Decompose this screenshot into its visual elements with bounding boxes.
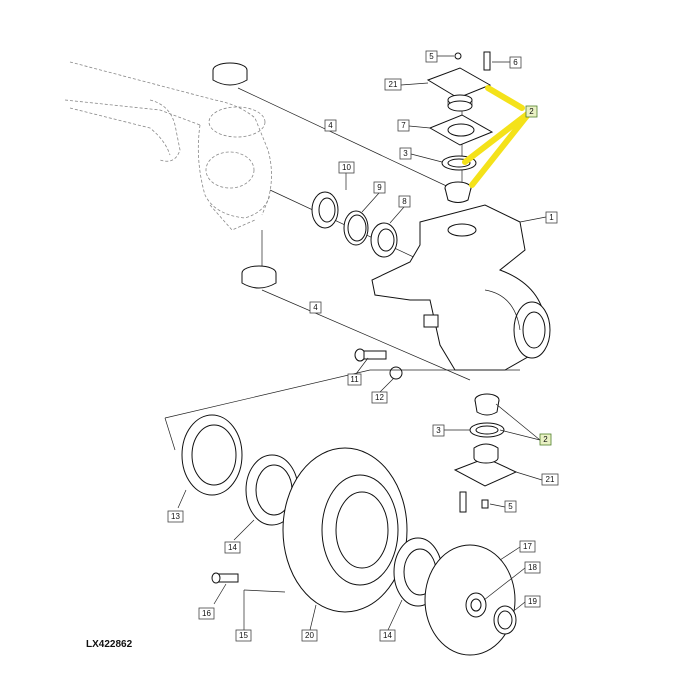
svg-text:21: 21 bbox=[389, 80, 398, 89]
callout-10: 10 bbox=[338, 161, 355, 174]
callout-21-lower: 21 bbox=[541, 473, 559, 486]
callout-13: 13 bbox=[167, 510, 184, 523]
callout-leaders bbox=[177, 55, 547, 631]
snap-ring-9 bbox=[343, 210, 369, 246]
callout-11: 11 bbox=[347, 373, 362, 386]
wheel-stud-16 bbox=[211, 572, 239, 584]
bushing-lower bbox=[241, 265, 277, 289]
bolt-11 bbox=[354, 348, 387, 362]
svg-text:6: 6 bbox=[513, 58, 518, 67]
callout-2-upper: 2 bbox=[525, 105, 538, 118]
callout-8: 8 bbox=[398, 195, 411, 208]
seal-3-lower bbox=[469, 422, 505, 438]
svg-text:16: 16 bbox=[202, 609, 211, 618]
callout-3-lower: 3 bbox=[432, 424, 445, 437]
svg-text:3: 3 bbox=[436, 426, 441, 435]
callout-12: 12 bbox=[371, 391, 388, 404]
ring-19 bbox=[493, 605, 517, 635]
washer-18 bbox=[465, 592, 487, 618]
svg-text:19: 19 bbox=[528, 597, 537, 606]
svg-text:13: 13 bbox=[171, 512, 180, 521]
king-pin-cap-lower bbox=[453, 443, 518, 513]
svg-text:2: 2 bbox=[529, 107, 534, 116]
svg-text:8: 8 bbox=[402, 197, 407, 206]
callout-2-lower: 2 bbox=[539, 433, 552, 446]
callout-5-lower: 5 bbox=[504, 500, 517, 513]
callout-17: 17 bbox=[519, 540, 536, 553]
callout-4-lower: 4 bbox=[309, 301, 322, 314]
callout-16: 16 bbox=[198, 607, 215, 620]
svg-text:2: 2 bbox=[543, 435, 548, 444]
highlight-callout-2 bbox=[462, 85, 533, 188]
svg-text:20: 20 bbox=[305, 631, 314, 640]
callout-9: 9 bbox=[373, 181, 386, 194]
steering-knuckle bbox=[371, 204, 551, 371]
svg-text:14: 14 bbox=[228, 543, 237, 552]
callout-7: 7 bbox=[397, 119, 410, 132]
svg-text:3: 3 bbox=[403, 149, 408, 158]
callout-5-upper: 5 bbox=[425, 50, 438, 63]
wheel-hub-20 bbox=[282, 447, 408, 613]
svg-text:10: 10 bbox=[342, 163, 351, 172]
callout-14-inner: 14 bbox=[224, 541, 241, 554]
callout-18: 18 bbox=[524, 561, 541, 574]
svg-text:7: 7 bbox=[401, 121, 406, 130]
svg-text:4: 4 bbox=[328, 121, 333, 130]
svg-text:5: 5 bbox=[508, 502, 513, 511]
bearing-cone-upper bbox=[444, 181, 472, 203]
document-code: LX422862 bbox=[86, 639, 133, 650]
svg-text:1: 1 bbox=[549, 213, 554, 222]
callout-14-outer: 14 bbox=[379, 629, 396, 642]
callout-3-upper: 3 bbox=[399, 147, 412, 160]
svg-text:15: 15 bbox=[239, 631, 248, 640]
callout-19: 19 bbox=[524, 595, 541, 608]
bushing-upper bbox=[212, 62, 248, 86]
callout-6: 6 bbox=[509, 56, 522, 69]
svg-text:17: 17 bbox=[523, 542, 532, 551]
callout-15: 15 bbox=[235, 629, 252, 642]
king-pin-cap-upper bbox=[426, 51, 492, 112]
svg-text:5: 5 bbox=[429, 52, 434, 61]
svg-text:4: 4 bbox=[313, 303, 318, 312]
nut-12 bbox=[389, 366, 403, 380]
hub-seal-13 bbox=[181, 414, 243, 496]
shim-plate-7 bbox=[428, 114, 494, 146]
axle-housing-ghost bbox=[64, 61, 272, 231]
bearing-8 bbox=[370, 222, 398, 258]
svg-text:12: 12 bbox=[375, 393, 384, 402]
callout-1: 1 bbox=[545, 211, 558, 224]
svg-text:18: 18 bbox=[528, 563, 537, 572]
svg-text:11: 11 bbox=[350, 375, 359, 384]
seal-10 bbox=[311, 191, 339, 229]
svg-text:21: 21 bbox=[546, 475, 555, 484]
callout-20: 20 bbox=[301, 629, 318, 642]
bearing-cone-lower bbox=[474, 393, 500, 416]
svg-text:9: 9 bbox=[377, 183, 382, 192]
hub-group-frame bbox=[164, 369, 520, 451]
callout-21-upper: 21 bbox=[384, 78, 402, 91]
callout-4-upper: 4 bbox=[324, 119, 337, 132]
svg-text:14: 14 bbox=[383, 631, 392, 640]
